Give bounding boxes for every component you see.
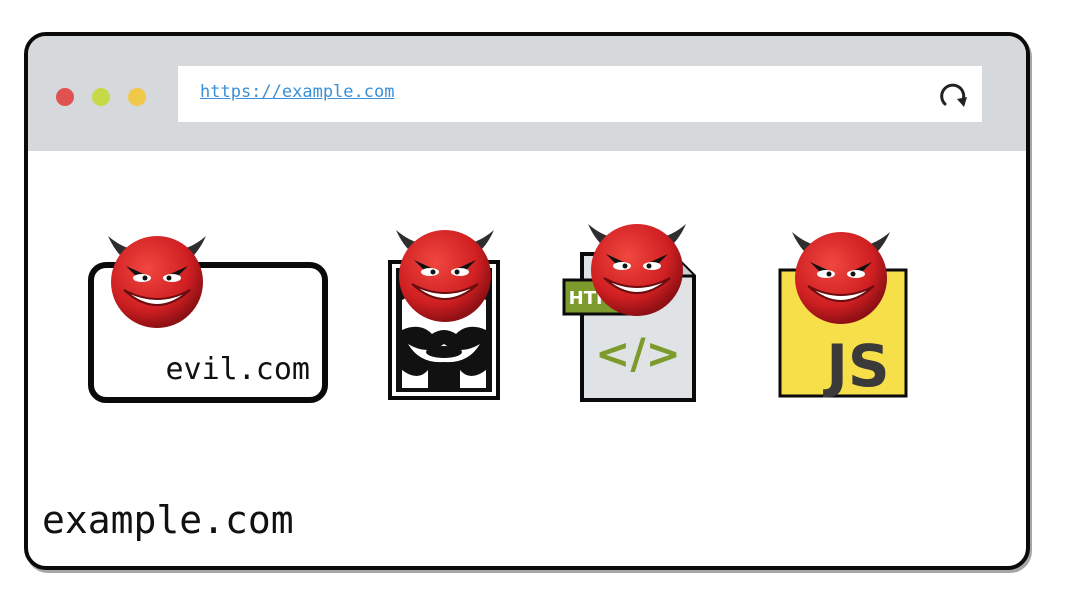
address-bar[interactable]: https://example.com bbox=[178, 66, 982, 122]
iframe-origin-label: evil.com bbox=[165, 352, 311, 387]
devil-icon bbox=[107, 235, 207, 329]
devil-icon bbox=[791, 231, 891, 325]
zoom-window-button[interactable] bbox=[128, 88, 146, 106]
reload-icon[interactable] bbox=[936, 78, 970, 112]
js-label: JS bbox=[822, 332, 889, 398]
url-link[interactable]: https://example.com bbox=[200, 82, 395, 102]
page-origin-label: example.com bbox=[42, 498, 294, 542]
browser-toolbar: https://example.com bbox=[28, 36, 1026, 151]
devil-icon bbox=[587, 223, 687, 317]
html-code-symbol: </> bbox=[595, 329, 681, 378]
close-window-button[interactable] bbox=[56, 88, 74, 106]
minimize-window-button[interactable] bbox=[92, 88, 110, 106]
iframe-frame-icon: evil.com bbox=[88, 262, 328, 403]
devil-icon bbox=[395, 229, 495, 323]
